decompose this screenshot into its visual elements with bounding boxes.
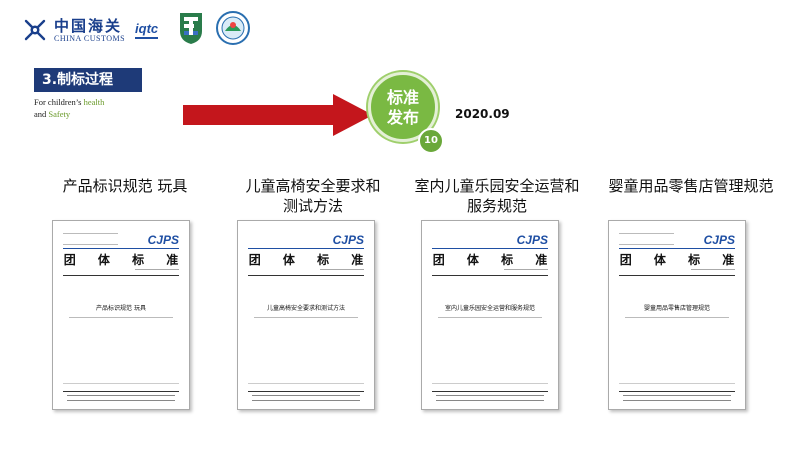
doc-brand-rule: [63, 248, 179, 249]
shield-logo: [178, 11, 204, 49]
release-date: 2020.09: [455, 107, 510, 121]
doc-number-line: [504, 269, 548, 273]
doc-publisher-line: [436, 400, 544, 404]
round-emblem-logo: [216, 11, 251, 49]
doc-brand-rule: [248, 248, 364, 249]
doc-brand: CJPS: [332, 233, 364, 247]
subtitle-text-2: and: [34, 109, 49, 119]
doc-publisher-line: [67, 395, 175, 399]
standard-title-3-line-1: 室内儿童乐园安全运营和: [414, 177, 580, 195]
doc-dates-line: [432, 383, 548, 389]
doc-bottom-rule: [619, 391, 735, 392]
doc-publisher-line: [623, 395, 731, 399]
standard-doc-2: CJPS 团 体 标 准 儿童高椅安全要求和测试方法: [237, 220, 375, 410]
standard-doc-3: CJPS 团 体 标 准 室内儿童乐园安全运营和服务规范: [421, 220, 559, 410]
subtitle-health: health: [83, 97, 105, 107]
doc-subtitle-line: [254, 317, 358, 322]
step-number-badge: 10: [418, 128, 444, 154]
doc-subtitle-line: [625, 317, 729, 322]
doc-subtitle-line: [69, 317, 173, 322]
standard-title-4-line-1: 婴童用品零售店管理规范: [608, 177, 774, 195]
doc-dates-line: [619, 383, 735, 389]
badge-line-2: 发布: [386, 108, 419, 127]
doc-number-line: [691, 269, 735, 273]
standard-title-1-line-1: 产品标识规范 玩具: [62, 177, 188, 195]
doc-bottom-rule: [432, 391, 548, 392]
doc-brand-rule: [619, 248, 735, 249]
header-logos: 中国海关 CHINA CUSTOMS iqtc: [22, 10, 251, 50]
doc-type: 团 体 标 准: [432, 253, 557, 267]
doc-publisher-line: [67, 400, 175, 404]
standard-title-4: 婴童用品零售店管理规范: [596, 176, 786, 196]
doc-publisher-line: [623, 400, 731, 404]
round-emblem-icon: [216, 11, 251, 45]
doc-name: 儿童高椅安全要求和测试方法: [266, 305, 345, 312]
shield-logo-icon: [180, 13, 203, 44]
badge-line-1: 标准: [386, 88, 419, 107]
doc-publisher-line: [252, 395, 360, 399]
standard-doc-4: CJPS 团 体 标 准 婴童用品零售店管理规范: [608, 220, 746, 410]
doc-type: 团 体 标 准: [619, 253, 744, 267]
doc-brand: CJPS: [147, 233, 179, 247]
section-subtitle: For children’s health and Safety: [34, 96, 104, 120]
doc-dates-line: [248, 383, 364, 389]
doc-name: 产品标识规范 玩具: [96, 305, 146, 312]
process-arrow-icon: [183, 94, 373, 136]
doc-number-line: [135, 269, 179, 273]
customs-en-name: CHINA CUSTOMS: [54, 33, 126, 43]
doc-type: 团 体 标 准: [248, 253, 373, 267]
customs-cn-name: 中国海关: [54, 16, 123, 35]
doc-dates-line: [63, 383, 179, 389]
doc-top-rule: [619, 275, 735, 276]
china-customs-logo: 中国海关 CHINA CUSTOMS: [22, 17, 125, 43]
doc-brand-rule: [432, 248, 548, 249]
customs-emblem-icon: [24, 19, 46, 41]
standard-title-2-line-2: 测试方法: [282, 197, 343, 215]
doc-header-lines: [63, 233, 118, 245]
doc-name: 婴童用品零售店管理规范: [643, 305, 710, 312]
doc-header-lines: [619, 233, 674, 245]
doc-top-rule: [63, 275, 179, 276]
standard-title-2-line-1: 儿童高椅安全要求和: [245, 177, 381, 195]
doc-top-rule: [432, 275, 548, 276]
doc-bottom-rule: [248, 391, 364, 392]
doc-publisher-line: [252, 400, 360, 404]
doc-brand: CJPS: [516, 233, 548, 247]
doc-top-rule: [248, 275, 364, 276]
standard-title-1: 产品标识规范 玩具: [40, 176, 210, 196]
subtitle-safety: Safety: [48, 109, 71, 119]
doc-name: 室内儿童乐园安全运营和服务规范: [444, 305, 535, 312]
doc-number-line: [320, 269, 364, 273]
iqtc-logo: iqtc: [135, 21, 159, 39]
doc-publisher-line: [436, 395, 544, 399]
standard-title-2: 儿童高椅安全要求和 测试方法: [228, 176, 398, 216]
doc-bottom-rule: [63, 391, 179, 392]
standard-doc-1: CJPS 团 体 标 准 产品标识规范 玩具: [52, 220, 190, 410]
doc-brand: CJPS: [703, 233, 735, 247]
doc-subtitle-line: [438, 317, 542, 322]
doc-type: 团 体 标 准: [63, 253, 188, 267]
standard-title-3-line-2: 服务规范: [466, 197, 527, 215]
standard-title-3: 室内儿童乐园安全运营和 服务规范: [402, 176, 592, 216]
subtitle-text-1: For children’s: [34, 97, 84, 107]
section-title: 3.制标过程: [34, 68, 142, 92]
